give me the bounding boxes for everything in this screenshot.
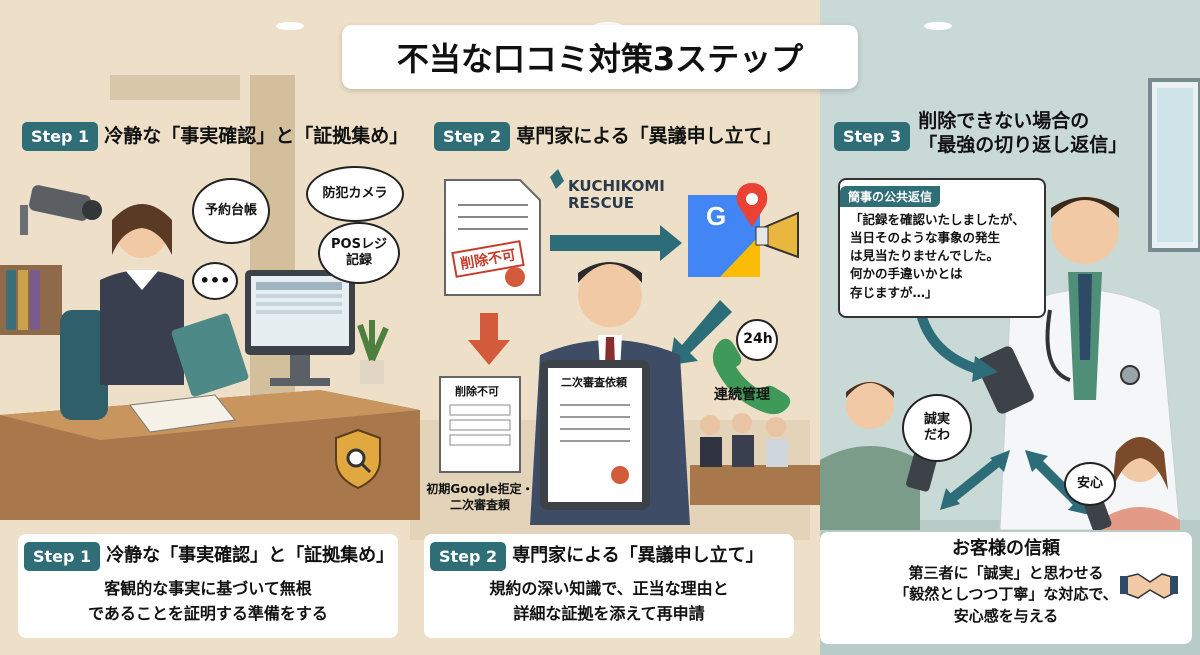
step1-heading: 冷静な「事実確認」と「証拠集め」 — [104, 124, 409, 147]
reply-quote-card: 簡事の公共返信 「記録を確認いたしましたが、 当日そのような事象の発生 は見当た… — [838, 178, 1046, 318]
step3-illustration — [820, 196, 1181, 530]
step3-heading: 削除できない場合の 「最強の切り返し返信」 — [918, 110, 1128, 156]
step2-badge: Step 2 — [434, 122, 511, 151]
step2-header: Step 2 専門家による「異議申し立て」 — [434, 122, 782, 151]
step2-desc-badge: Step 2 — [430, 542, 507, 571]
bubble-relief: 安心 — [1064, 462, 1116, 506]
bubble-dots: ••• — [192, 262, 238, 300]
step3-badge: Step 3 — [834, 122, 911, 151]
step2-desc-heading: 専門家による「異議申し立て」 — [512, 545, 764, 567]
step3-description-card: お客様の信頼 第三者に「誠実」と思わせる 「毅然としつつ丁寧」な対応で、 安心感… — [820, 532, 1192, 644]
held-doc-title: 二次審査依頼 — [561, 376, 627, 389]
shield-search-icon — [335, 428, 381, 490]
bubble-sincere: 誠実 だわ — [902, 394, 972, 462]
phone-icon — [712, 338, 791, 415]
step1-illustration — [0, 185, 420, 520]
step2-heading: 専門家による「異議申し立て」 — [516, 124, 782, 147]
svg-text:G: G — [706, 201, 726, 231]
document-caption: 初期Google拒定・ 二次審査頼 — [426, 482, 534, 512]
bubble-security-camera: 防犯カメラ — [306, 166, 404, 222]
support-label: 連続管理 — [714, 387, 770, 403]
page-title: 不当な口コミ対策3ステップ — [396, 40, 804, 78]
reply-tag: 簡事の公共返信 — [840, 186, 941, 207]
handshake-icon — [1120, 573, 1178, 599]
bubble-reservation-ledger: 予約台帳 — [192, 178, 270, 244]
support-24h-label: 24h — [743, 331, 773, 347]
step1-desc-header: Step 1 冷静な「事実確認」と「証拠集め」 — [18, 534, 398, 571]
step2-description-card: Step 2 専門家による「異議申し立て」 規約の深い知識で、正当な理由と 詳細… — [424, 534, 794, 638]
step2-desc-header: Step 2 専門家による「異議申し立て」 — [424, 534, 794, 571]
step1-desc-body: 客観的な事実に基づいて無根 であることを証明する準備をする — [88, 579, 328, 623]
step1-description-card: Step 1 冷静な「事実確認」と「証拠集め」 客観的な事実に基づいて無根 であ… — [18, 534, 398, 638]
megaphone-icon — [755, 211, 799, 259]
title-banner: 不当な口コミ対策3ステップ — [342, 25, 858, 89]
small-doc-title: 削除不可 — [455, 385, 499, 398]
step2-illustration: G — [439, 169, 820, 525]
reply-text: 「記録を確認いたしましたが、 当日そのような事象の発生 は見当たりませんでした。… — [850, 212, 1025, 300]
step1-header: Step 1 冷静な「事実確認」と「証拠集め」 — [22, 122, 408, 151]
google-maps-icon: G — [688, 183, 768, 277]
step1-badge: Step 1 — [22, 122, 99, 151]
bubble-pos-record: POSレジ 記録 — [318, 222, 400, 284]
step3-header: Step 3 削除できない場合の 「最強の切り返し返信」 — [834, 110, 1127, 158]
step2-desc-body: 規約の深い知識で、正当な理由と 詳細な証拠を添えて再申請 — [489, 579, 729, 623]
step1-desc-heading: 冷静な「事実確認」と「証拠集め」 — [106, 545, 395, 567]
step3-desc-body: 第三者に「誠実」と思わせる 「毅然としつつ丁寧」な対応で、 安心感を与える — [894, 563, 1118, 626]
stamp-icon — [505, 267, 525, 287]
kuchikomi-rescue-brand: KUCHIKOMI RESCUE — [568, 177, 665, 213]
security-camera-icon — [20, 185, 102, 235]
step1-desc-badge: Step 1 — [24, 542, 101, 571]
step3-desc-heading: お客様の信頼 — [952, 538, 1060, 559]
